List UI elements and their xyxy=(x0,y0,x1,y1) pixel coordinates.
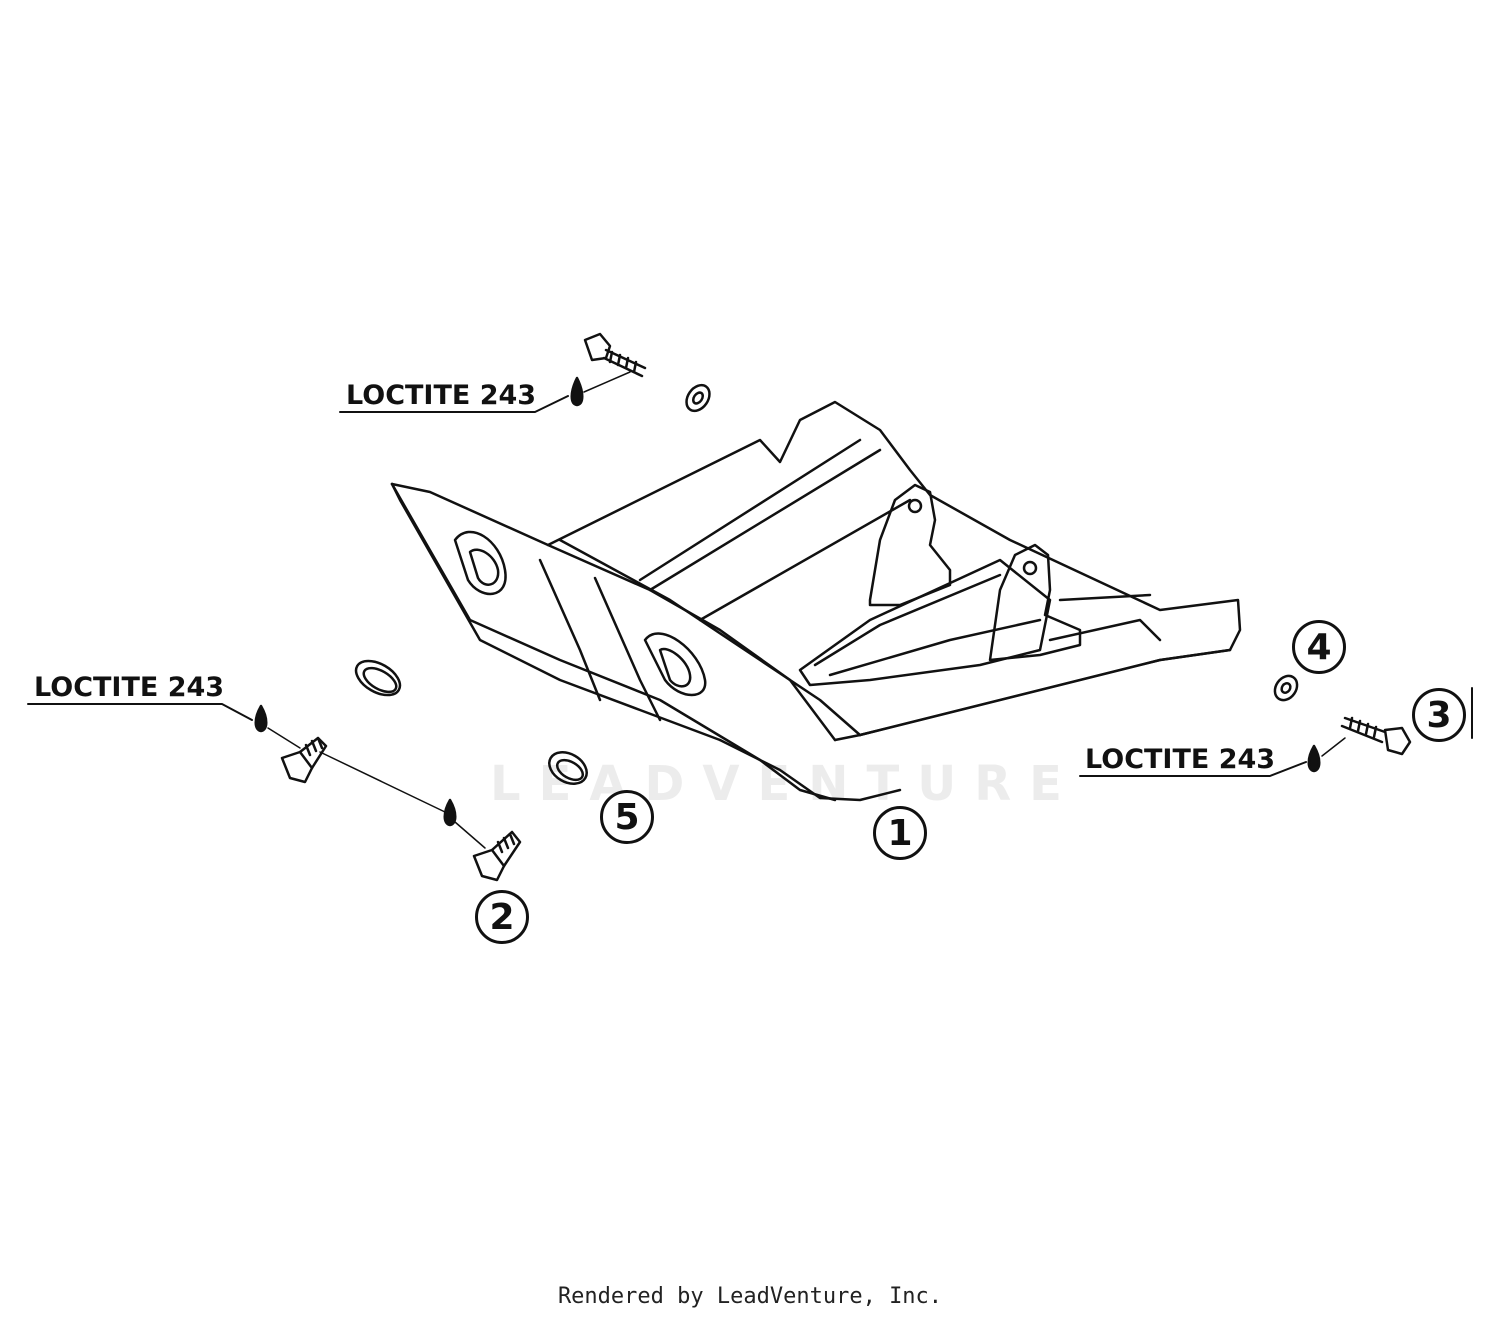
washer-right xyxy=(1273,674,1299,702)
leader-top xyxy=(339,395,569,413)
washer-top xyxy=(685,383,711,413)
loctite-drop-left-1 xyxy=(254,704,268,733)
callout-1: 1 xyxy=(873,806,927,860)
leader-left xyxy=(27,703,253,721)
loctite-label-top: LOCTITE 243 xyxy=(346,380,537,411)
callout-5: 5 xyxy=(600,790,654,844)
washer-left-upper xyxy=(354,659,402,697)
skid-plate xyxy=(390,400,1242,802)
bolt-right xyxy=(1340,716,1412,756)
footer-credit: Rendered by LeadVenture, Inc. xyxy=(557,1284,943,1309)
loctite-drop-right xyxy=(1307,737,1346,773)
leader-right xyxy=(1079,761,1307,777)
loctite-label-right: LOCTITE 243 xyxy=(1085,744,1276,775)
bolt-left-upper xyxy=(280,736,328,784)
callout-3: 3 xyxy=(1412,688,1466,742)
loctite-label-left: LOCTITE 243 xyxy=(34,672,225,703)
washer-left-lower xyxy=(548,751,588,785)
bolt-left-lower xyxy=(472,830,522,882)
callout-4: 4 xyxy=(1292,620,1346,674)
callout-2: 2 xyxy=(475,890,529,944)
loctite-drop-left-2 xyxy=(443,798,457,827)
loctite-drop-top xyxy=(570,371,631,407)
bolt-top xyxy=(583,332,647,378)
